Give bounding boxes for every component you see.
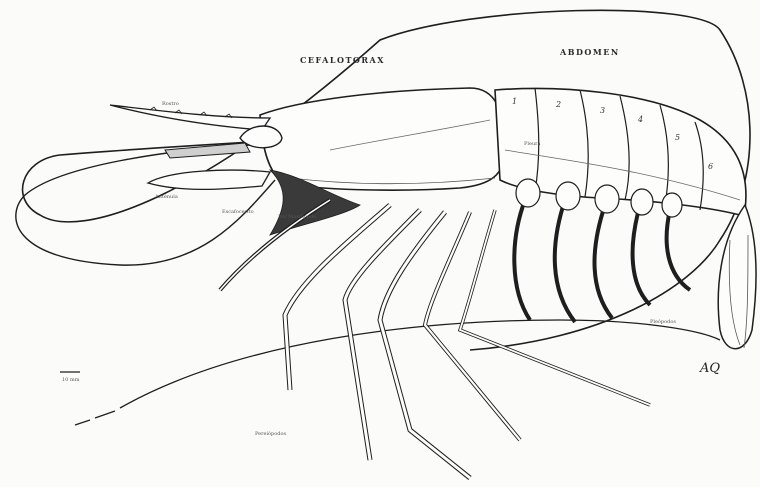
pleopod-2 [555, 200, 575, 322]
segment-number-6: 6 [708, 163, 713, 171]
segment-number-2: 2 [556, 101, 561, 109]
antenna-flagellum-lower [16, 145, 275, 265]
antennule-label: Anténula [155, 195, 178, 200]
segment-number-3: 3 [600, 107, 605, 115]
antennal-scale-label: Escafocerito [222, 210, 254, 215]
pereiopod-1-in [285, 205, 390, 390]
antenna-dashed-tip [75, 411, 115, 425]
telson [718, 205, 756, 349]
pereiopod-4-in [425, 212, 520, 440]
pleopod-3 [595, 205, 612, 318]
abdomen-label: ABDOMEN [560, 48, 620, 56]
pereiopod-1 [285, 205, 390, 390]
pleopods-label: Pleópodos [650, 320, 676, 325]
antennal-scale [148, 170, 270, 189]
segment-number-5: 5 [675, 134, 680, 142]
pereiopod-3 [380, 212, 470, 478]
scale-bar-label: 10 mm [62, 378, 79, 383]
pleura-label: Pleura [524, 142, 541, 147]
artist-signature: AQ [700, 362, 720, 375]
antenna-flagellum-bottom [120, 320, 720, 408]
carapace [260, 88, 505, 190]
cephalothorax-label: CEFALOTORAX [300, 56, 385, 64]
segment-number-1: 1 [512, 98, 517, 106]
pereiopod-4 [425, 212, 520, 440]
pereiopods-label: Pereiópodos [255, 432, 286, 437]
pereiopod-3-in [380, 212, 470, 478]
segment-number-4: 4 [638, 116, 643, 124]
rostrum [110, 105, 270, 130]
pleopod-4 [633, 205, 650, 305]
pleopod-1 [514, 200, 530, 320]
maxilliped-label: 3er Maxilípedo [278, 215, 316, 220]
rostrum-label: Rostro [162, 102, 179, 107]
pleopods-group [514, 200, 690, 322]
